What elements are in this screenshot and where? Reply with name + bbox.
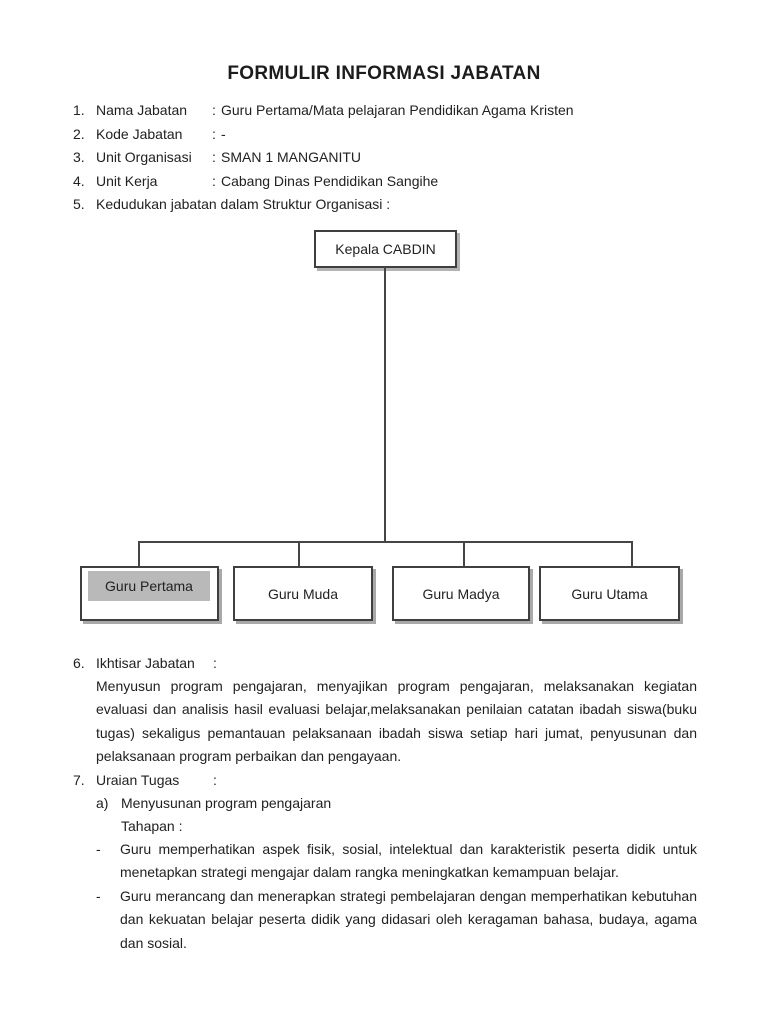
field-row-kedudukan: 5. Kedudukan jabatan dalam Struktur Orga… [73,193,713,217]
field-colon: : [212,149,216,165]
field-colon: : [212,125,216,142]
field-number: 5. [73,196,85,212]
field-colon: : [212,172,216,189]
tahapan-label: Tahapan : [121,818,183,834]
org-box-kepala-cabdin: Kepala CABDIN [314,230,457,268]
section-colon: : [213,772,217,788]
connector-drop-2 [298,541,300,567]
bullet-dash-marker: - [96,841,101,857]
bullet-text: Guru merancang dan menerapkan strategi p… [120,888,697,951]
section-number: 7. [73,772,85,788]
bullet-text: Guru memperhatikan aspek fisik, sosial, … [120,841,697,881]
org-box-guru-muda: Guru Muda [233,566,373,621]
uraian-item-a: a) Menyusunan program pengajaran [96,792,697,815]
connector-root-vertical [384,267,386,542]
bullet-dash-marker: - [96,888,101,904]
org-box-label: Guru Muda [267,585,339,602]
field-label: Kedudukan jabatan dalam Struktur Organis… [96,196,391,212]
field-number: 2. [73,125,85,142]
connector-drop-3 [463,541,465,567]
connector-horizontal [138,541,633,543]
field-number: 4. [73,172,85,189]
org-chart: Kepala CABDIN Guru Pertama Guru Muda Gur… [80,230,680,621]
field-label: Nama Jabatan [96,102,188,118]
connector-drop-4 [631,541,633,567]
item-text: Menyusunan program pengajaran [121,795,332,811]
section-uraian-heading: 7. Uraian Tugas : [73,769,713,792]
org-box-highlight: Guru Pertama [88,571,210,601]
org-box-label: Guru Utama [571,585,648,602]
section-label: Uraian Tugas [96,772,180,788]
section-colon: : [213,655,217,671]
field-value: SMAN 1 MANGANITU [221,149,362,165]
field-number: 1. [73,102,85,118]
ikhtisar-body-text: Menyusun program pengajaran, menyajikan … [96,678,697,765]
org-box-label: Kepala CABDIN [335,241,436,257]
field-value: Cabang Dinas Pendidikan Sangihe [221,172,439,189]
field-label: Unit Kerja [96,172,158,189]
page-title: FORMULIR INFORMASI JABATAN [227,63,541,84]
field-row-unit-kerja: 4. Unit Kerja : Cabang Dinas Pendidikan … [73,170,713,194]
org-box-guru-utama: Guru Utama [539,566,680,621]
org-box-guru-pertama: Guru Pertama [80,566,219,621]
field-list: 1. Nama Jabatan : Guru Pertama/Mata pela… [73,99,713,217]
uraian-bullet: - Guru memperhatikan aspek fisik, sosial… [96,838,697,885]
section-ikhtisar-heading: 6. Ikhtisar Jabatan : [73,652,713,675]
org-box-label: Guru Pertama [105,578,193,594]
uraian-bullet: - Guru merancang dan menerapkan strategi… [96,885,697,955]
org-box-guru-madya: Guru Madya [392,566,530,621]
field-label: Kode Jabatan [96,125,183,142]
section-label: Ikhtisar Jabatan [96,655,195,671]
field-row-unit-organisasi: 3. Unit Organisasi : SMAN 1 MANGANITU [73,146,713,170]
field-row-kode-jabatan: 2. Kode Jabatan : - [73,123,713,147]
field-colon: : [212,102,216,118]
section-number: 6. [73,655,85,671]
connector-drop-1 [138,541,140,567]
field-label: Unit Organisasi [96,149,192,165]
field-value: Guru Pertama/Mata pelajaran Pendidikan A… [221,102,574,118]
org-box-label: Guru Madya [422,585,500,602]
field-row-nama-jabatan: 1. Nama Jabatan : Guru Pertama/Mata pela… [73,99,713,123]
item-marker: a) [96,795,109,811]
field-number: 3. [73,149,85,165]
field-value: - [221,125,226,142]
